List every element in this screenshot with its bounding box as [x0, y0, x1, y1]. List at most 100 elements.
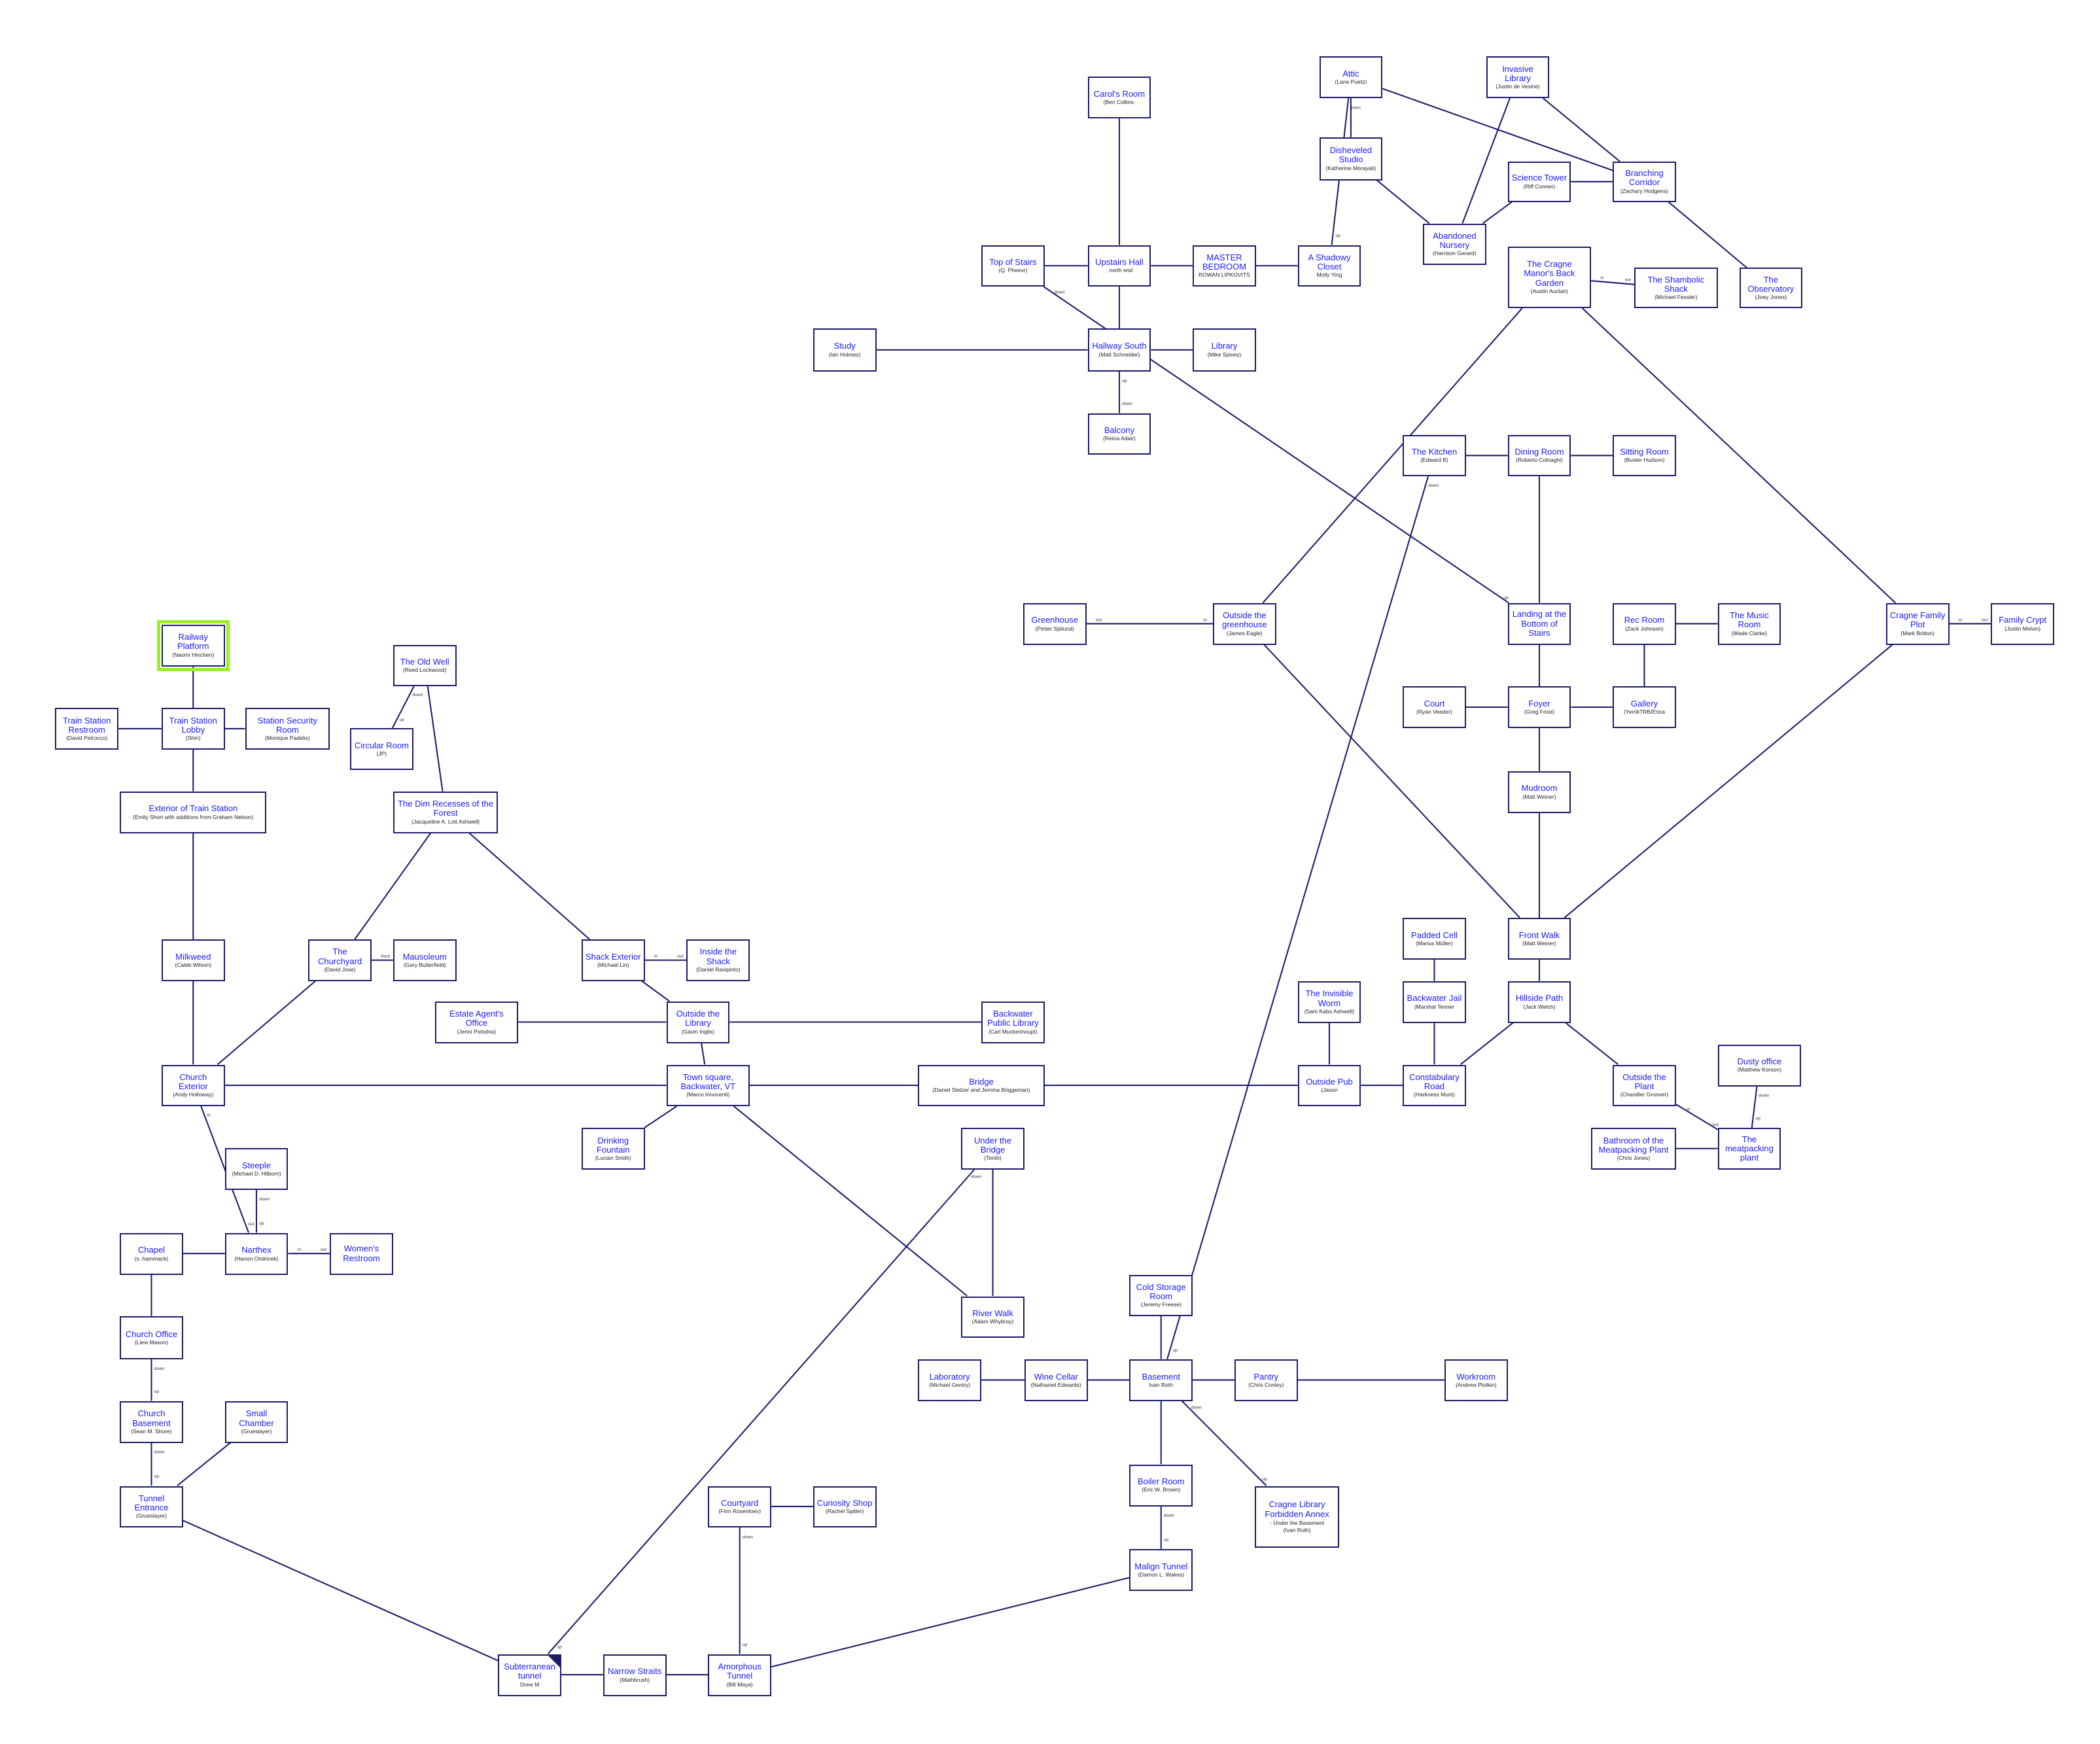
room-meatplant[interactable]: The meatpacking plant — [1717, 1128, 1781, 1170]
room-curiosity[interactable]: Curiosity Shop(Rachel Spitler) — [813, 1486, 877, 1528]
room-nursery[interactable]: Abandoned Nursery(Harrison Gerard) — [1422, 223, 1486, 266]
room-coldstorage[interactable]: Cold Storage Room(Jeremy Freese) — [1129, 1274, 1193, 1317]
room-name: Church Exterior — [178, 1072, 208, 1092]
room-name: Workroom — [1456, 1371, 1496, 1382]
room-author: (David Jose) — [324, 966, 356, 973]
room-topstairs[interactable]: Top of Stairs(Q. Pheevr) — [981, 245, 1045, 287]
room-foyer[interactable]: Foyer(Greg Frost) — [1507, 686, 1571, 729]
room-circular[interactable]: Circular Room(JP) — [350, 728, 413, 770]
room-milkweed[interactable]: Milkweed(Caleb Wilson) — [161, 939, 225, 982]
room-office[interactable]: Church Office(Llew Mason) — [120, 1316, 183, 1360]
room-greenhouse[interactable]: Greenhouse(Petter Sjölund) — [1023, 602, 1087, 645]
room-studio[interactable]: Disheveled Studio(Katherine Morayati) — [1319, 137, 1383, 181]
room-railway[interactable]: Railway Platform(Naomi Hinchen) — [156, 619, 230, 671]
room-gallery[interactable]: Gallery(YerrikTRB/Erica — [1613, 686, 1676, 729]
room-plot[interactable]: Cragne Family Plot(Mark Britton) — [1885, 602, 1950, 645]
connection-line — [391, 686, 415, 729]
room-courtyard[interactable]: Courtyard(Finn Rosenloev) — [708, 1486, 772, 1528]
room-jail[interactable]: Backwater Jail(Marshal Tenner — [1403, 981, 1466, 1023]
room-outlib[interactable]: Outside the Library(Gavin Inglis) — [666, 1001, 730, 1043]
room-constab[interactable]: Constabulary Road(Harkness Munt) — [1403, 1064, 1466, 1107]
room-upstairs[interactable]: Upstairs Hall, north end — [1087, 245, 1151, 287]
room-name: The Music Room — [1729, 610, 1769, 630]
room-bridge[interactable]: Bridge(Daniel Stelzer and Jemma Briggema… — [918, 1064, 1045, 1107]
room-smallchamber[interactable]: Small Chamber(Grueslayer) — [224, 1401, 289, 1443]
room-town[interactable]: Town square, Backwater, VT(Marco Innocen… — [666, 1064, 750, 1107]
room-wine[interactable]: Wine Cellar(Nathaniel Edwards) — [1024, 1359, 1088, 1402]
room-hillside[interactable]: Hillside Path(Jack Welch) — [1507, 981, 1571, 1023]
room-library[interactable]: Library(Mike Spivey) — [1193, 328, 1256, 372]
room-oldwell[interactable]: The Old Well(Reed Lockwood) — [393, 644, 457, 687]
room-worm[interactable]: The Invisible Worm(Sam Kabo Ashwell) — [1297, 981, 1361, 1023]
room-shambolic[interactable]: The Shambolic Shack(Michael Fessler) — [1634, 268, 1718, 309]
room-crypt[interactable]: Family Crypt(Justin Melvin) — [1991, 602, 2055, 645]
room-outplant[interactable]: Outside the Plant(Chandler Groover) — [1613, 1064, 1676, 1107]
room-amorphous[interactable]: Amorphous Tunnel(Bill Maya) — [708, 1654, 772, 1696]
room-sitting[interactable]: Sitting Room(Buster Hudson) — [1613, 434, 1676, 477]
room-insideshack[interactable]: Inside the Shack(Daniel Ravipinto) — [686, 939, 750, 982]
room-malign[interactable]: Malign Tunnel(Damon L. Wakes) — [1129, 1549, 1193, 1592]
room-science[interactable]: Science Tower(Riff Conner) — [1507, 161, 1571, 202]
room-backgarden[interactable]: The Cragne Manor's Back Garden(Austin Au… — [1507, 246, 1592, 309]
room-lobby[interactable]: Train Station Lobby(Shin) — [161, 708, 225, 750]
room-churchext[interactable]: Church Exterior(Andy Holloway) — [161, 1064, 225, 1107]
room-steeple[interactable]: Steeple(Michael D. Hilborn) — [224, 1148, 289, 1190]
connection-line — [1565, 1022, 1619, 1065]
room-boiler[interactable]: Boiler Room(Eric W. Brown) — [1129, 1464, 1193, 1507]
room-security[interactable]: Station Security Room(Monique Padelis) — [245, 708, 330, 750]
room-publib[interactable]: Backwater Public Library(Carl Muckenhoup… — [981, 1001, 1045, 1043]
room-hallsouth[interactable]: Hallway South(Matt Schneider) — [1087, 328, 1151, 372]
room-churchyard[interactable]: The Churchyard(David Jose) — [308, 939, 372, 982]
room-name: Cragne Family Plot — [1889, 610, 1946, 630]
room-shackext[interactable]: Shack Exterior(Michael Lin) — [581, 939, 645, 982]
room-name: Tunnel Entrance — [134, 1493, 169, 1513]
room-padded[interactable]: Padded Cell(Marius Müller) — [1403, 918, 1466, 960]
room-outgreen[interactable]: Outside the greenhouse(James Eagle) — [1212, 602, 1276, 645]
room-narthex[interactable]: Narthex(Hanon Ondricek) — [224, 1232, 289, 1275]
room-riverwalk[interactable]: River Walk(Adam Whybray) — [961, 1296, 1024, 1338]
room-carol[interactable]: Carol's Room(Ben Collins- — [1087, 77, 1151, 119]
room-author: (Lucian Smith) — [595, 1155, 631, 1162]
room-womens[interactable]: Women's Restroom — [330, 1232, 393, 1275]
room-bathroom[interactable]: Bathroom of the Meatpacking Plant(Chris … — [1591, 1128, 1676, 1170]
room-fountain[interactable]: Drinking Fountain(Lucian Smith) — [581, 1128, 645, 1170]
room-pub[interactable]: Outside Pub(Jason — [1297, 1064, 1361, 1107]
room-underbridge[interactable]: Under the Bridge(Tenth) — [961, 1128, 1024, 1170]
room-observatory[interactable]: The Observatory(Joey Jones) — [1739, 268, 1803, 309]
room-name: Malign Tunnel — [1134, 1561, 1188, 1571]
room-kitchen[interactable]: The Kitchen(Edward B) — [1403, 434, 1466, 477]
room-restroom[interactable]: Train Station Restroom(David Petrocco) — [55, 708, 119, 750]
room-dim[interactable]: The Dim Recesses of the Forest(Jacquelin… — [393, 791, 499, 833]
room-name: Hillside Path — [1515, 993, 1564, 1003]
room-mudroom[interactable]: Mudroom(Matt Weiner) — [1507, 771, 1571, 813]
room-chapel[interactable]: Chapel(s. hammack) — [120, 1232, 183, 1275]
room-annex[interactable]: Cragne Library Forbidden Annex- Under th… — [1254, 1486, 1340, 1548]
room-rec[interactable]: Rec Room(Zack Johnson) — [1613, 602, 1676, 645]
room-dining[interactable]: Dining Room(Roberto Colnaghi) — [1507, 434, 1571, 477]
room-landing[interactable]: Landing at the Bottom of Stairs — [1507, 602, 1571, 645]
room-mausoleum[interactable]: Mausoleum(Gary Butterfield) — [393, 939, 457, 982]
room-dusty[interactable]: Dusty office(Matthew Korson) — [1717, 1044, 1802, 1087]
room-frontwalk[interactable]: Front Walk(Matt Weiner) — [1507, 918, 1571, 960]
room-pantry[interactable]: Pantry(Chris Conley) — [1234, 1359, 1298, 1402]
room-balcony[interactable]: Balcony(Reina Adair) — [1087, 413, 1151, 455]
room-attic[interactable]: Attic(Lane Puetz) — [1319, 56, 1383, 99]
room-exterior[interactable]: Exterior of Train Station(Emily Short wi… — [120, 791, 267, 833]
room-tunnelent[interactable]: Tunnel Entrance(Grueslayer) — [120, 1486, 183, 1528]
room-estate[interactable]: Estate Agent's Office(Jenni Polodna) — [434, 1001, 519, 1043]
room-churchbase[interactable]: Church Basement(Sean M. Shore) — [120, 1401, 183, 1443]
room-name: Steeple — [241, 1160, 271, 1170]
room-narrow[interactable]: Narrow Straits(Mathbrush) — [603, 1654, 667, 1696]
room-invasive[interactable]: Invasive Library(Justin de Vesine) — [1486, 56, 1550, 99]
room-study[interactable]: Study(Ian Holmes) — [813, 328, 877, 372]
room-workroom[interactable]: Workroom(Andrew Plotkin) — [1444, 1359, 1508, 1402]
room-music[interactable]: The Music Room(Wade Clarke) — [1717, 602, 1781, 645]
room-court[interactable]: Court(Ryan Veeder) — [1403, 686, 1466, 729]
room-author: (Daniel Ravipinto) — [695, 966, 741, 973]
room-lab[interactable]: Laboratory(Michael Gentry) — [918, 1359, 982, 1402]
room-branching[interactable]: Branching Corridor(Zachary Hodgens) — [1613, 161, 1676, 202]
